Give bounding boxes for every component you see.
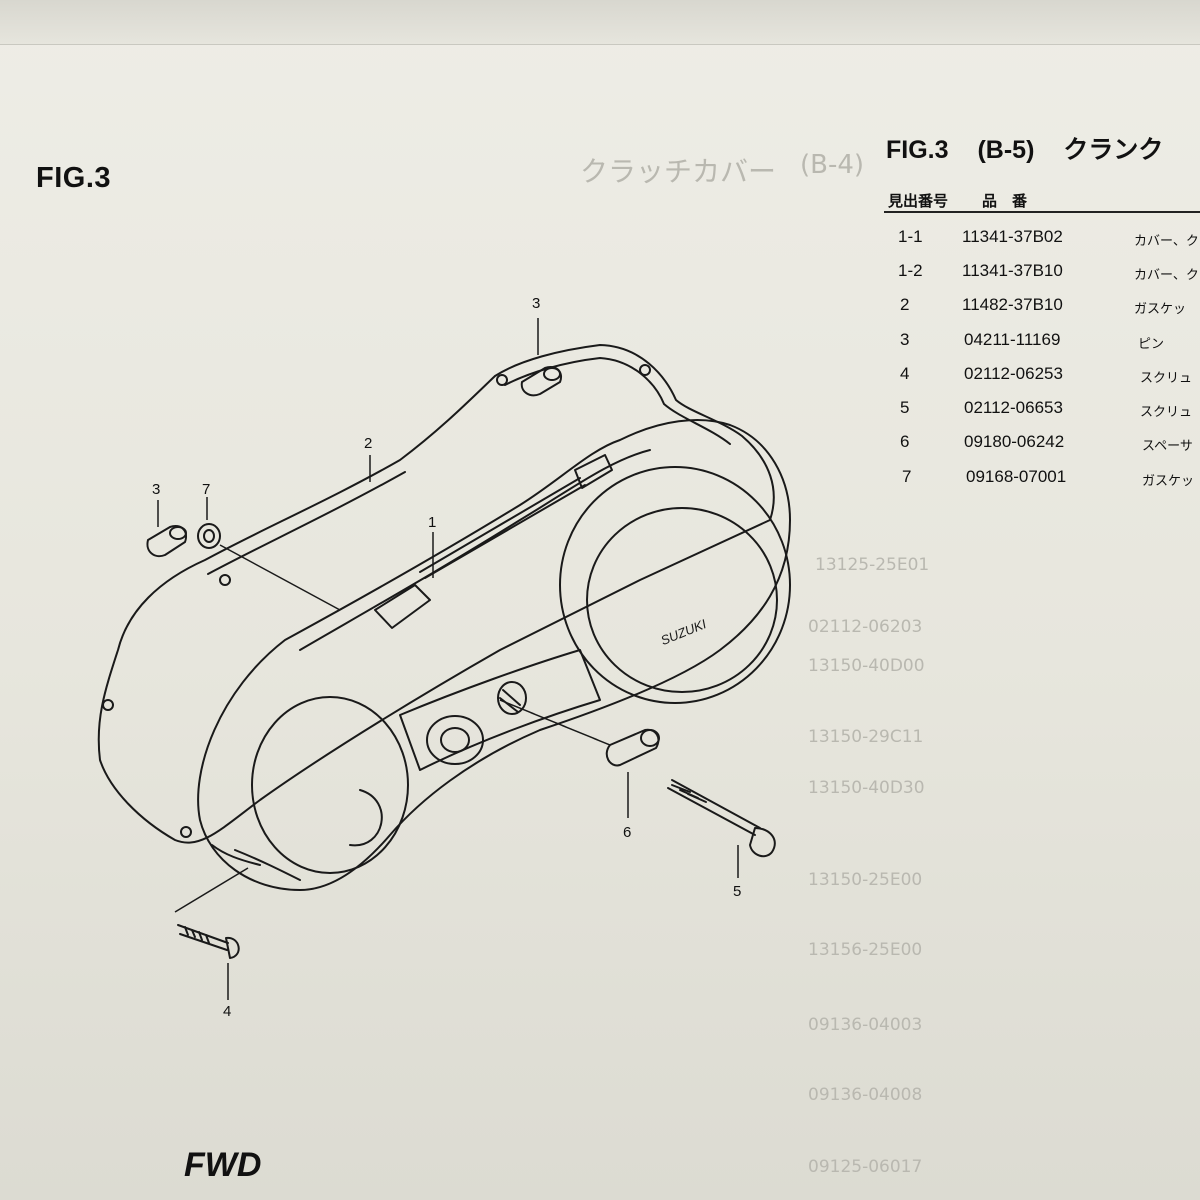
row-ref: 2 — [900, 295, 910, 314]
row-part-number: 11482-37B10 — [962, 295, 1063, 314]
row-description: スクリュ — [1140, 371, 1193, 386]
screw-long — [667, 779, 761, 836]
row-part-number: 11341-37B02 — [962, 227, 1063, 246]
row-part-number: 02112-06253 — [964, 364, 1063, 383]
row-part-number: 11341-37B10 — [962, 261, 1063, 280]
row-ref: 1-1 — [898, 227, 923, 246]
show-through-number: 09136-04008 — [808, 1085, 923, 1105]
page-top-edge — [0, 0, 1200, 45]
callout-1: 1 — [428, 514, 436, 531]
title-code: (B-5) — [977, 136, 1035, 164]
show-through-number: 09136-04003 — [808, 1015, 923, 1035]
show-through-number: 13150-40D00 — [808, 656, 925, 676]
show-through-code: (B-4) — [800, 150, 865, 180]
callout-2: 2 — [364, 435, 372, 452]
callout-4: 4 — [223, 1003, 231, 1020]
column-header-part: 品 番 — [982, 193, 1028, 210]
show-through-number: 13156-25E00 — [808, 940, 923, 960]
pin-left — [146, 525, 187, 558]
brand-logo: SUZUKI — [658, 616, 708, 648]
gasket-outline — [97, 344, 775, 844]
column-header-ref: 見出番号 — [888, 193, 949, 210]
callout-7: 7 — [202, 481, 210, 498]
row-description: スペーサ — [1142, 439, 1193, 454]
callout-3-left: 3 — [152, 481, 160, 498]
row-ref: 6 — [900, 432, 910, 451]
show-through-title: クラッチカバー — [580, 155, 777, 188]
row-ref: 5 — [900, 398, 910, 417]
washer — [197, 523, 221, 549]
show-through-number: 13125-25E01 — [815, 555, 930, 575]
row-part-number: 09168-07001 — [966, 467, 1067, 486]
parts-table-title: FIG.3 (B-5) クランク — [886, 130, 1185, 166]
row-part-number: 04211-11169 — [964, 330, 1061, 349]
callout-5: 5 — [733, 883, 741, 900]
cover-body — [197, 419, 791, 891]
spacer — [605, 728, 660, 767]
pin-top — [520, 366, 562, 397]
row-description: ピン — [1138, 337, 1165, 352]
header-rule — [884, 211, 1200, 213]
row-ref: 7 — [902, 467, 912, 486]
row-description: ガスケッ — [1134, 302, 1187, 317]
show-through-number: 13150-29C11 — [808, 727, 924, 747]
title-fig: FIG.3 — [886, 136, 949, 164]
row-part-number: 02112-06653 — [964, 398, 1063, 417]
row-part-number: 09180-06242 — [964, 432, 1065, 451]
show-through-number: 02112-06203 — [808, 617, 923, 637]
row-ref: 3 — [900, 330, 910, 349]
figure-label: FIG.3 — [36, 162, 112, 194]
show-through-number: 09125-06017 — [808, 1157, 923, 1177]
forward-arrow-label: FWD — [184, 1146, 262, 1184]
callout-6: 6 — [623, 824, 631, 841]
row-description: カバー、ク — [1134, 234, 1199, 249]
row-description: スクリュ — [1140, 405, 1193, 420]
row-ref: 4 — [900, 364, 910, 383]
right-dome — [559, 466, 791, 704]
title-name: クランク — [1063, 136, 1164, 164]
show-through-number: 13150-40D30 — [808, 778, 925, 798]
callout-3-top: 3 — [532, 295, 540, 312]
row-description: ガスケッ — [1142, 474, 1195, 489]
row-ref: 1-2 — [898, 261, 923, 280]
row-description: カバー、ク — [1134, 268, 1199, 283]
left-dome — [251, 696, 409, 874]
show-through-number: 13150-25E00 — [808, 870, 923, 890]
